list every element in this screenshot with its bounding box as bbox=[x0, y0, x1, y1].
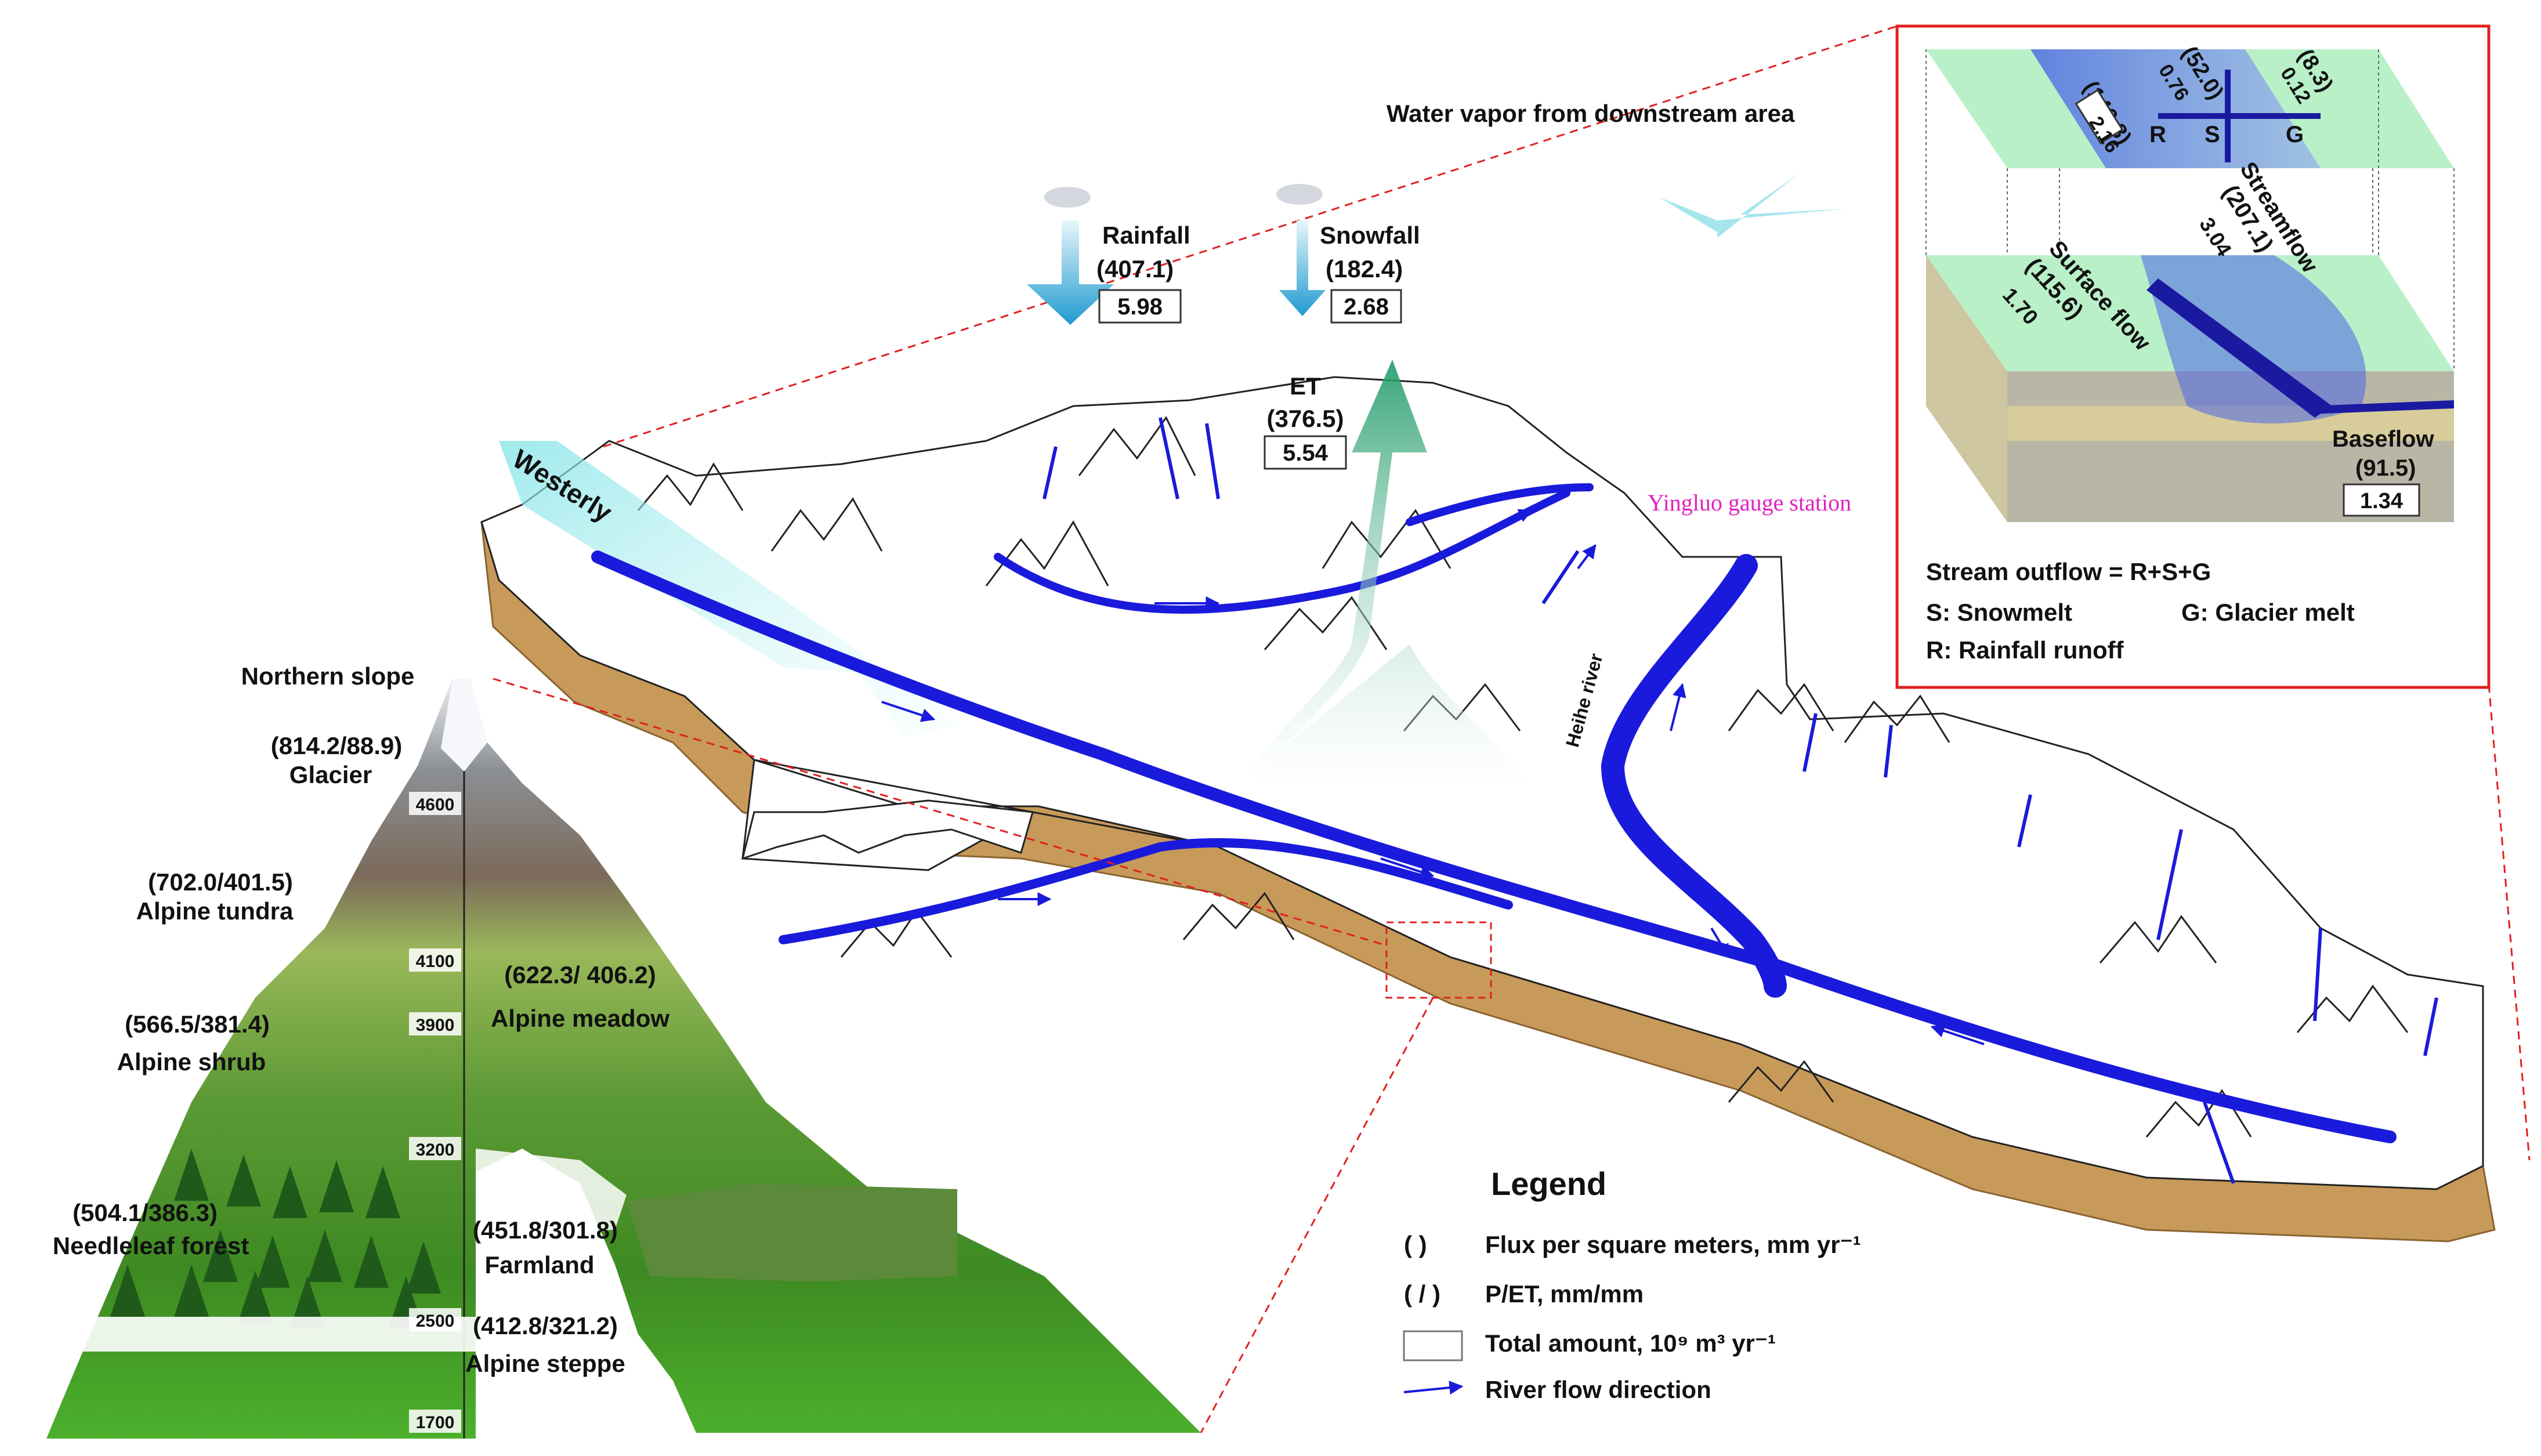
tundra-name: Alpine tundra bbox=[136, 897, 294, 925]
elevation-marks: 4600 4100 3900 3200 2500 1700 bbox=[409, 792, 461, 1433]
snow-cloud-icon bbox=[1276, 184, 1323, 205]
rainfall-arrow bbox=[1027, 220, 1114, 325]
snowfall-total-box bbox=[1330, 289, 1402, 324]
rain-cloud-icon bbox=[1044, 187, 1091, 208]
station-label: Yingluo gauge station bbox=[1648, 490, 1851, 516]
snowfall-flux: (182.4) bbox=[1326, 255, 1403, 282]
legend-box-symbol bbox=[1403, 1330, 1463, 1361]
snowfall-arrow bbox=[1279, 220, 1326, 316]
zoom-focus-box bbox=[1385, 921, 1492, 999]
glacier-ratio: (814.2/88.9) bbox=[271, 732, 403, 759]
tundra-ratio: (702.0/401.5) bbox=[148, 868, 293, 896]
surface-flow-arrow bbox=[2147, 278, 2332, 418]
s-key: S bbox=[2205, 122, 2220, 147]
connector-lines bbox=[493, 25, 2531, 1433]
upper-tributary bbox=[994, 489, 1570, 614]
legend-text-flux: Flux per square meters, mm yr⁻¹ bbox=[1485, 1231, 1861, 1258]
lower-basin-lobe bbox=[741, 799, 1034, 860]
white-cloud-2 bbox=[476, 1149, 627, 1236]
r-key: R bbox=[2149, 122, 2166, 147]
r-total-box bbox=[2075, 89, 2124, 144]
farmland-ratio: (451.8/301.8) bbox=[473, 1216, 618, 1244]
small-streams bbox=[1043, 417, 2438, 1185]
steppe-name: Alpine steppe bbox=[465, 1350, 625, 1377]
mountain-title: Northern slope bbox=[241, 662, 415, 690]
rainfall-total: 5.98 bbox=[1117, 294, 1163, 320]
mountain-profile: Northern slope (814.2/88.9) Glacier (702… bbox=[46, 662, 1201, 1439]
elev-3200: 3200 bbox=[416, 1140, 455, 1160]
def-rainfall-runoff: R: Rainfall runoff bbox=[1926, 636, 2124, 664]
rainfall-flux: (407.1) bbox=[1096, 255, 1174, 282]
elev-4600: 4600 bbox=[416, 795, 455, 814]
snow-cap bbox=[441, 679, 487, 772]
g-key: G bbox=[2286, 122, 2304, 147]
white-cloud bbox=[70, 1317, 476, 1352]
legend-text-ratio: P/ET, mm/mm bbox=[1485, 1280, 1644, 1307]
shrub-ratio: (566.5/381.4) bbox=[125, 1010, 270, 1038]
inset-panel: (146.8) 2.16 R (52.0) 0.76 S (8.3) 0.12 … bbox=[1895, 24, 2491, 689]
et-arrow bbox=[1247, 360, 1532, 789]
rainfall-group: Rainfall (407.1) 5.98 bbox=[1027, 187, 1190, 325]
meadow-name: Alpine meadow bbox=[491, 1005, 669, 1032]
legend-title: Legend bbox=[1491, 1165, 1606, 1202]
rainfall-total-box bbox=[1098, 289, 1182, 324]
legend-text-total: Total amount, 10⁹ m³ yr⁻¹ bbox=[1485, 1330, 1776, 1357]
elev-2500: 2500 bbox=[416, 1312, 455, 1331]
def-glacier-melt: G: Glacier melt bbox=[2181, 599, 2355, 626]
farmland-name: Farmland bbox=[484, 1251, 594, 1278]
glacier-name: Glacier bbox=[289, 761, 372, 788]
water-vapor-label: Water vapor from downstream area bbox=[1387, 100, 1795, 127]
snowfall-total: 2.68 bbox=[1344, 294, 1389, 320]
legend: Legend ( ) Flux per square meters, mm yr… bbox=[1403, 1165, 1861, 1403]
baseflow-flux: (91.5) bbox=[2355, 455, 2416, 481]
legend-symbol-ratio: ( / ) bbox=[1404, 1280, 1440, 1307]
et-flux: (376.5) bbox=[1266, 405, 1344, 432]
baseflow-name: Baseflow bbox=[2332, 426, 2434, 452]
inset-soil-band bbox=[2007, 406, 2454, 441]
water-vapor-arrow bbox=[1659, 174, 1845, 238]
def-snowmelt: S: Snowmelt bbox=[1926, 599, 2072, 626]
et-total-box bbox=[1264, 435, 1347, 470]
elev-1700: 1700 bbox=[416, 1413, 455, 1432]
legend-arrow-symbol bbox=[1403, 1381, 1464, 1395]
heihe-river bbox=[1601, 554, 1787, 998]
forest-name: Needleleaf forest bbox=[53, 1232, 249, 1259]
et-group: ET (376.5) 5.54 bbox=[1247, 360, 1532, 789]
elev-4100: 4100 bbox=[416, 952, 455, 971]
water-vapor-group: Water vapor from downstream area bbox=[1387, 100, 1845, 238]
flow-direction-arrows bbox=[881, 509, 1985, 1045]
snowfall-group: Snowfall (182.4) 2.68 bbox=[1276, 184, 1420, 324]
steppe-ratio: (412.8/321.2) bbox=[473, 1312, 618, 1339]
main-river bbox=[591, 550, 2397, 1143]
et-total: 5.54 bbox=[1283, 440, 1329, 466]
farmland-patch bbox=[627, 1183, 957, 1282]
legend-symbol-flux: ( ) bbox=[1404, 1231, 1427, 1258]
baseflow-arrow bbox=[2309, 400, 2454, 414]
upper-branch bbox=[1406, 483, 1594, 526]
baseflow-total-box bbox=[2343, 483, 2420, 517]
elev-3900: 3900 bbox=[416, 1016, 455, 1035]
shrub-name: Alpine shrub bbox=[117, 1048, 266, 1075]
forest-ratio: (504.1/386.3) bbox=[73, 1199, 218, 1226]
et-name: ET bbox=[1290, 372, 1321, 400]
meadow-ratio: (622.3/ 406.2) bbox=[504, 961, 656, 988]
forest-trees bbox=[110, 1149, 441, 1328]
snowfall-name: Snowfall bbox=[1320, 222, 1420, 249]
lower-tributary bbox=[779, 838, 1513, 944]
stream-outflow-equation: Stream outflow = R+S+G bbox=[1926, 558, 2211, 585]
rainfall-name: Rainfall bbox=[1102, 222, 1190, 249]
inset-block-side bbox=[1926, 255, 2007, 522]
inset-channel bbox=[2141, 255, 2366, 423]
legend-text-direction: River flow direction bbox=[1485, 1376, 1711, 1403]
baseflow-total: 1.34 bbox=[2360, 489, 2403, 513]
